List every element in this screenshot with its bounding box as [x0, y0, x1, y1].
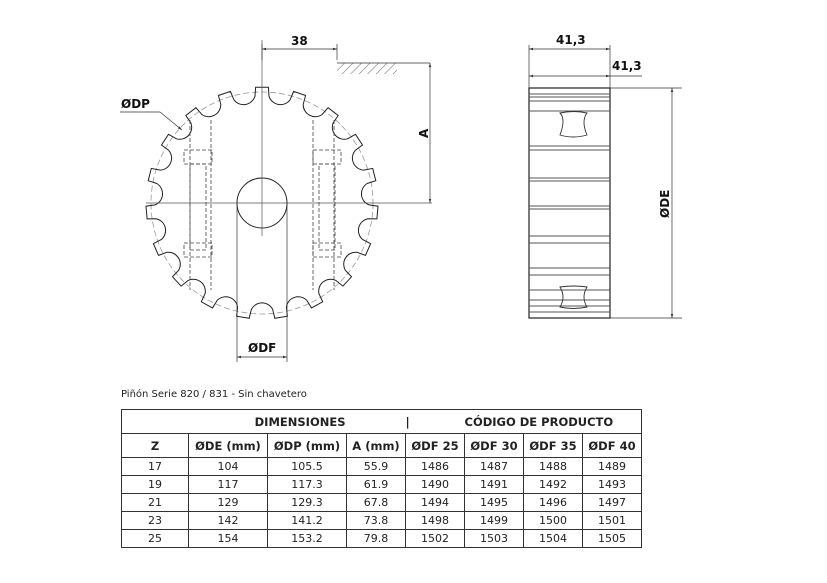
table-cell: 1503: [464, 529, 524, 548]
tooth-profile-bottom: [559, 285, 588, 309]
table-cell: 142: [188, 511, 268, 530]
table-cell: 154: [188, 529, 268, 548]
table-cell: 1496: [523, 493, 583, 512]
group-header-product-code: CÓDIGO DE PRODUCTO: [464, 409, 642, 434]
table-cell: 105.5: [267, 457, 347, 476]
dimension-38: [261, 44, 338, 60]
table-cell: 1491: [464, 475, 524, 494]
table-cell: 1504: [523, 529, 583, 548]
table-cell: 1493: [582, 475, 642, 494]
column-header: ØDF 35: [523, 433, 583, 458]
table-cell: 19: [121, 475, 189, 494]
table-cell: 1490: [405, 475, 465, 494]
table-cell: 79.8: [346, 529, 406, 548]
table-cell: 61.9: [346, 475, 406, 494]
column-header: Z: [121, 433, 189, 458]
table-cell: 55.9: [346, 457, 406, 476]
column-header: ØDF 25: [405, 433, 465, 458]
table-cell: 1502: [405, 529, 465, 548]
table-cell: 1505: [582, 529, 642, 548]
table-cell: 153.2: [267, 529, 347, 548]
hatched-surface: [337, 63, 397, 74]
column-header: ØDF 40: [582, 433, 642, 458]
column-header: A (mm): [346, 433, 406, 458]
side-view: 41,3 41,3 ØDE: [528, 33, 682, 319]
column-header: ØDE (mm): [188, 433, 268, 458]
group-header-separator: |: [405, 409, 465, 434]
table-cell: 1501: [582, 511, 642, 530]
table-cell: 17: [121, 457, 189, 476]
table-cell: 1492: [523, 475, 583, 494]
table-cell: 1497: [582, 493, 642, 512]
sprocket-outline: [145, 86, 379, 319]
height-label: A: [417, 128, 431, 138]
offset-label: 38: [291, 34, 308, 48]
group-header-dimensions: DIMENSIONES: [121, 409, 406, 434]
table-cell: 23: [121, 511, 189, 530]
width-label-second: 41,3: [612, 59, 642, 73]
table-cell: 1489: [582, 457, 642, 476]
column-header: ØDF 30: [464, 433, 524, 458]
table-cell: 1499: [464, 511, 524, 530]
table-cell: 1494: [405, 493, 465, 512]
table-cell: 129.3: [267, 493, 347, 512]
table-caption: Piñón Serie 820 / 831 - Sin chavetero: [121, 389, 307, 400]
tooth-profile-top: [559, 111, 588, 138]
table-cell: 25: [121, 529, 189, 548]
outer-diameter-label: ØDE: [658, 190, 672, 218]
table-cell: 1495: [464, 493, 524, 512]
bolt-left: [183, 120, 213, 290]
table-cell: 104: [188, 457, 268, 476]
table-cell: 1486: [405, 457, 465, 476]
pitch-diameter-label: ØDP: [121, 97, 150, 111]
table-cell: 1498: [405, 511, 465, 530]
table-cell: 1500: [523, 511, 583, 530]
table-cell: 67.8: [346, 493, 406, 512]
group-header-row: DIMENSIONES | CÓDIGO DE PRODUCTO: [121, 409, 642, 434]
table-cell: 117: [188, 475, 268, 494]
table-cell: 141.2: [267, 511, 347, 530]
technical-drawing: 38 A ØDP ØDF: [120, 33, 682, 362]
side-body: [528, 87, 611, 319]
width-label-top: 41,3: [556, 33, 586, 47]
dimension-bore: [236, 203, 288, 362]
table-cell: 21: [121, 493, 189, 512]
table-cell: 73.8: [346, 511, 406, 530]
column-header: ØDP (mm): [267, 433, 347, 458]
table-cell: 1488: [523, 457, 583, 476]
front-view: 38 A ØDP ØDF: [120, 34, 432, 362]
table-cell: 129: [188, 493, 268, 512]
bolt-right: [312, 120, 342, 290]
table-cell: 117.3: [267, 475, 347, 494]
bore-label: ØDF: [248, 341, 276, 355]
table-cell: 1487: [464, 457, 524, 476]
